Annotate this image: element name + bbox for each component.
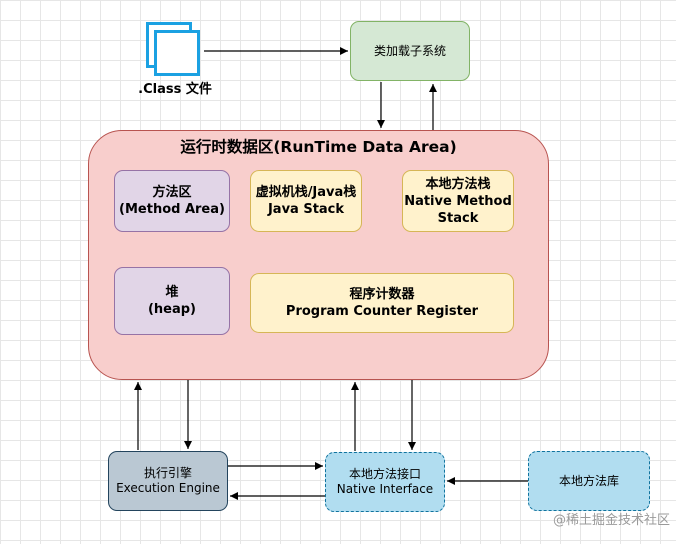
java-stack-label-cn: 虚拟机栈/Java栈 xyxy=(255,185,357,200)
heap-label-cn: 堆 xyxy=(165,285,179,300)
runtime-data-area xyxy=(88,130,549,380)
execution-engine-label-cn: 执行引擎 xyxy=(143,466,192,480)
native-stack-label-en1: Native Method xyxy=(404,193,512,209)
class-file-icon xyxy=(146,22,204,80)
native-stack-label-en2: Stack xyxy=(437,210,479,226)
execution-engine-box: 执行引擎 Execution Engine xyxy=(108,451,228,511)
method-area-label-en: (Method Area) xyxy=(119,202,225,217)
class-file-label: .Class 文件 xyxy=(138,81,212,97)
heap-box: 堆 (heap) xyxy=(114,267,230,335)
pc-register-label-en: Program Counter Register xyxy=(285,304,479,319)
native-interface-label-cn: 本地方法接口 xyxy=(348,467,421,481)
native-interface-label-en: Native Interface xyxy=(336,482,434,496)
native-stack-label-cn: 本地方法栈 xyxy=(425,176,491,192)
native-interface-box: 本地方法接口 Native Interface xyxy=(325,452,445,512)
runtime-data-area-title: 运行时数据区(RunTime Data Area) xyxy=(180,138,457,156)
pc-register-label-cn: 程序计数器 xyxy=(349,287,415,302)
native-method-stack-box: 本地方法栈 Native Method Stack xyxy=(402,170,514,232)
pc-register-box: 程序计数器 Program Counter Register xyxy=(250,273,514,333)
method-area-label-cn: 方法区 xyxy=(152,185,192,200)
native-method-library-box: 本地方法库 xyxy=(528,451,650,511)
heap-label-en: (heap) xyxy=(147,302,197,317)
java-stack-box: 虚拟机栈/Java栈 Java Stack xyxy=(250,170,362,232)
java-stack-label-en: Java Stack xyxy=(267,202,345,217)
watermark-text: @稀土掘金技术社区 xyxy=(552,513,670,528)
class-loader-subsystem: 类加载子系统 xyxy=(350,21,470,81)
method-area-box: 方法区 (Method Area) xyxy=(114,170,230,232)
execution-engine-label-en: Execution Engine xyxy=(116,481,220,495)
